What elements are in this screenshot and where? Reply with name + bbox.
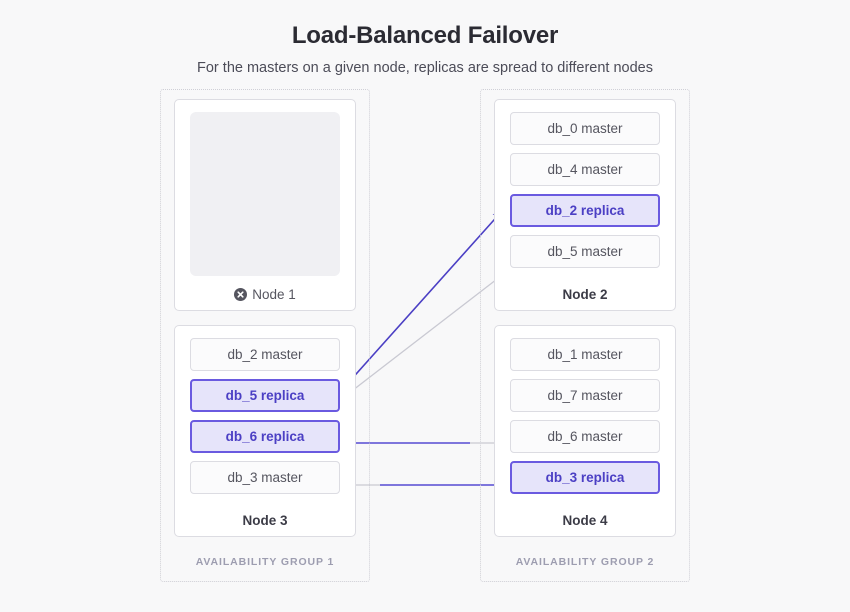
db-box-db-3-replica[interactable]: db_3 replica	[510, 461, 660, 494]
availability-group-2: AVAILABILITY GROUP 2	[480, 89, 690, 582]
db-box-db-7-master[interactable]: db_7 master	[510, 379, 660, 412]
node-2-label: Node 2	[562, 287, 608, 302]
page-subtitle: For the masters on a given node, replica…	[197, 60, 653, 77]
db-box-db-4-master[interactable]: db_4 master	[510, 153, 660, 186]
node-3-database-list: db_2 master db_5 replica db_6 replica db…	[190, 338, 340, 504]
availability-group-2-label: AVAILABILITY GROUP 2	[515, 556, 655, 568]
node-3-label: Node 3	[242, 513, 288, 528]
db-box-db-1-master[interactable]: db_1 master	[510, 338, 660, 371]
node-card-node-4[interactable]: db_1 master db_7 master db_6 master db_3…	[494, 325, 676, 537]
db-box-db-5-master[interactable]: db_5 master	[510, 235, 660, 268]
node-4-label: Node 4	[562, 513, 608, 528]
page-header: Load-Balanced Failover For the masters o…	[0, 0, 850, 78]
db-box-db-2-replica[interactable]: db_2 replica	[510, 194, 660, 227]
db-box-db-0-master[interactable]: db_0 master	[510, 112, 660, 145]
availability-group-1-label: AVAILABILITY GROUP 1	[195, 556, 335, 568]
node-card-node-3[interactable]: db_2 master db_5 replica db_6 replica db…	[174, 325, 356, 537]
db-box-db-5-replica[interactable]: db_5 replica	[190, 379, 340, 412]
node-1-label: Node 1	[190, 278, 340, 302]
node-card-node-2[interactable]: db_0 master db_4 master db_2 replica db_…	[494, 99, 676, 311]
db-box-db-6-master[interactable]: db_6 master	[510, 420, 660, 453]
node-1-offline-placeholder	[190, 112, 340, 276]
node-2-database-list: db_0 master db_4 master db_2 replica db_…	[510, 112, 660, 278]
page-title: Load-Balanced Failover	[291, 22, 559, 49]
node-card-node-1[interactable]: Node 1	[174, 99, 356, 311]
db-box-db-6-replica[interactable]: db_6 replica	[190, 420, 340, 453]
circle-x-icon	[234, 288, 248, 301]
node-4-database-list: db_1 master db_7 master db_6 master db_3…	[510, 338, 660, 504]
node-1-label-text: Node 1	[252, 287, 296, 302]
db-box-db-2-master[interactable]: db_2 master	[190, 338, 340, 371]
db-box-db-3-master[interactable]: db_3 master	[190, 461, 340, 494]
availability-group-1: AVAILABILITY GROUP 1	[160, 89, 370, 582]
